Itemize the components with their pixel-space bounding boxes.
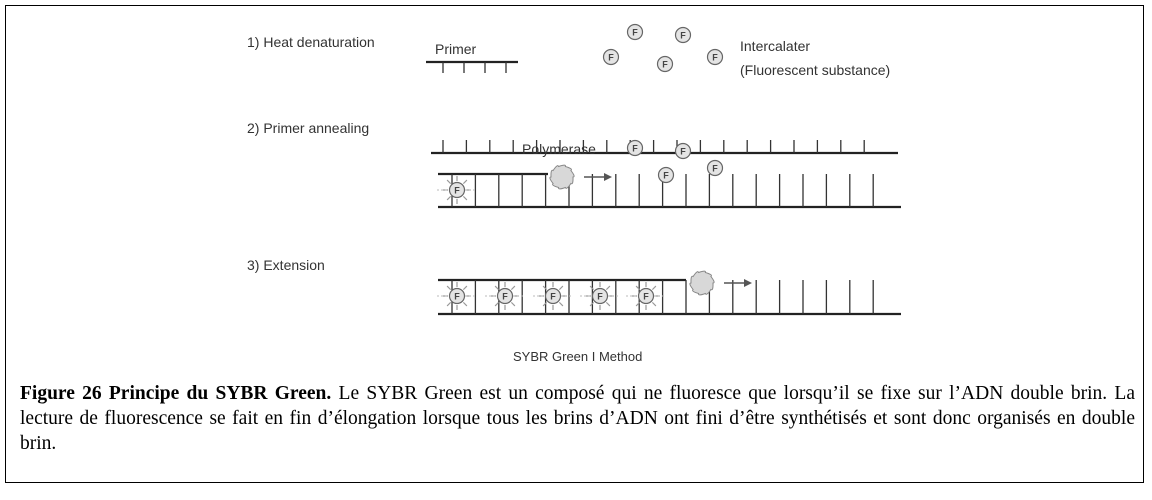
fluorophore-icon: F (656, 55, 674, 73)
caption-title: Figure 26 Principe du SYBR Green. (20, 383, 332, 404)
figure-caption: Figure 26 Principe du SYBR Green. Le SYB… (20, 381, 1135, 456)
polymerase-icon (549, 164, 575, 190)
fluorophore-icon: F (657, 166, 675, 184)
fluorophore-icon: F (706, 48, 724, 66)
svg-text:F: F (597, 292, 603, 302)
bound-fluorophore-icon: F (533, 282, 573, 310)
svg-text:F: F (680, 147, 686, 157)
svg-text:F: F (662, 60, 668, 70)
step-1-label: 1) Heat denaturation (247, 34, 375, 50)
svg-text:F: F (502, 292, 508, 302)
fluorophore-icon: F (626, 139, 644, 157)
fluorophore-icon: F (626, 23, 644, 41)
fluorophore-icon: F (674, 26, 692, 44)
svg-text:F: F (454, 292, 460, 302)
step-2-group: Polymerase F F F F F (437, 139, 901, 209)
bound-fluorophore-icon: F (626, 282, 666, 310)
svg-text:F: F (680, 31, 686, 41)
step-2-label: 2) Primer annealing (247, 120, 369, 136)
svg-text:F: F (550, 292, 556, 302)
step-3-group: F F F F F (437, 270, 901, 316)
fluorescent-substance-label: (Fluorescent substance) (740, 62, 890, 78)
sybr-green-diagram: 1) Heat denaturation 2) Primer annealing… (247, 23, 901, 364)
polymerase-label: Polymerase (522, 141, 596, 157)
step-1-group: Primer F F F F F Intercalater (Fluoresce… (426, 23, 898, 155)
arrow-icon (724, 279, 752, 287)
svg-text:F: F (643, 292, 649, 302)
caption-body: Le SYBR Green est un composé qui ne fluo… (20, 383, 1135, 454)
primer-ticks (442, 62, 507, 73)
bound-fluorophore-icon: F (437, 176, 477, 204)
svg-text:F: F (712, 53, 718, 63)
extended-ticks (451, 280, 874, 314)
primer-label: Primer (435, 41, 477, 57)
svg-text:F: F (632, 28, 638, 38)
polymerase-icon (689, 270, 715, 296)
bound-fluorophore-icon: F (580, 282, 620, 310)
template-ticks-1 (442, 140, 865, 153)
intercalater-label: Intercalater (740, 38, 810, 54)
annealed-ticks (451, 174, 874, 207)
arrow-icon (584, 173, 612, 181)
svg-text:F: F (632, 144, 638, 154)
fluorophore-icon: F (674, 142, 692, 160)
figure-frame: 1) Heat denaturation 2) Primer annealing… (5, 5, 1144, 483)
svg-text:F: F (454, 186, 460, 196)
bound-fluorophore-icon: F (485, 282, 525, 310)
svg-text:F: F (663, 171, 669, 181)
fluorophore-icon: F (602, 48, 620, 66)
fluorophore-icon: F (706, 159, 724, 177)
bound-fluorophore-icon: F (437, 282, 477, 310)
svg-text:F: F (712, 164, 718, 174)
method-title: SYBR Green I Method (513, 349, 642, 364)
step-3-label: 3) Extension (247, 257, 325, 273)
svg-text:F: F (608, 53, 614, 63)
